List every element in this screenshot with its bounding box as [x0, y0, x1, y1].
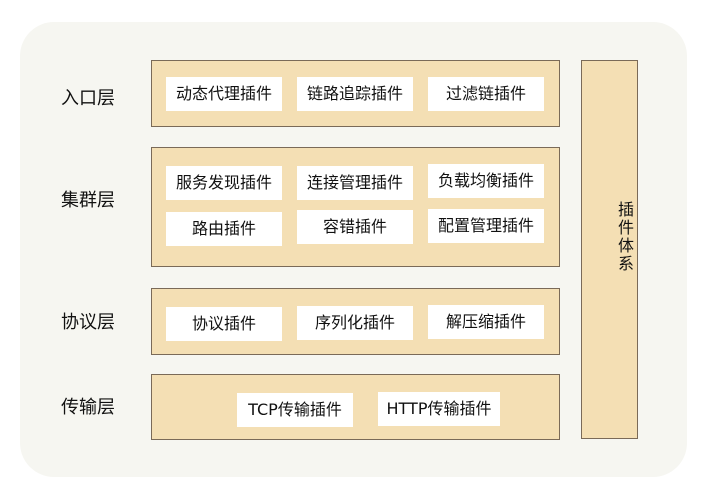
- plugin-system-label: 插件体系: [615, 201, 634, 273]
- plugin-config-management: 配置管理插件: [428, 209, 544, 243]
- plugin-load-balancing: 负载均衡插件: [428, 164, 544, 198]
- plugin-dynamic-proxy: 动态代理插件: [166, 77, 282, 111]
- layer-band-entry: 动态代理插件 链路追踪插件 过滤链插件: [151, 60, 560, 127]
- plugin-service-discovery: 服务发现插件: [166, 166, 282, 200]
- plugin-routing: 路由插件: [166, 212, 282, 246]
- layer-label-cluster: 集群层: [61, 190, 115, 211]
- plugin-system-bar: 插件体系: [581, 60, 638, 439]
- plugin-decompression: 解压缩插件: [428, 305, 544, 339]
- layer-band-cluster: 服务发现插件 连接管理插件 负载均衡插件 路由插件 容错插件 配置管理插件: [151, 147, 560, 267]
- plugin-filter-chain: 过滤链插件: [428, 77, 544, 111]
- plugin-trace: 链路追踪插件: [297, 77, 413, 111]
- plugin-serialization: 序列化插件: [297, 306, 413, 340]
- layer-label-protocol: 协议层: [61, 312, 115, 333]
- plugin-fault-tolerance: 容错插件: [297, 210, 413, 244]
- layer-label-transport: 传输层: [61, 397, 115, 418]
- layer-label-entry: 入口层: [61, 88, 115, 109]
- layer-band-transport: TCP传输插件 HTTP传输插件: [151, 374, 560, 440]
- plugin-protocol: 协议插件: [166, 307, 282, 341]
- plugin-connection-management: 连接管理插件: [297, 166, 413, 200]
- plugin-tcp-transport: TCP传输插件: [237, 393, 353, 427]
- plugin-http-transport: HTTP传输插件: [378, 392, 500, 426]
- layer-band-protocol: 协议插件 序列化插件 解压缩插件: [151, 288, 560, 355]
